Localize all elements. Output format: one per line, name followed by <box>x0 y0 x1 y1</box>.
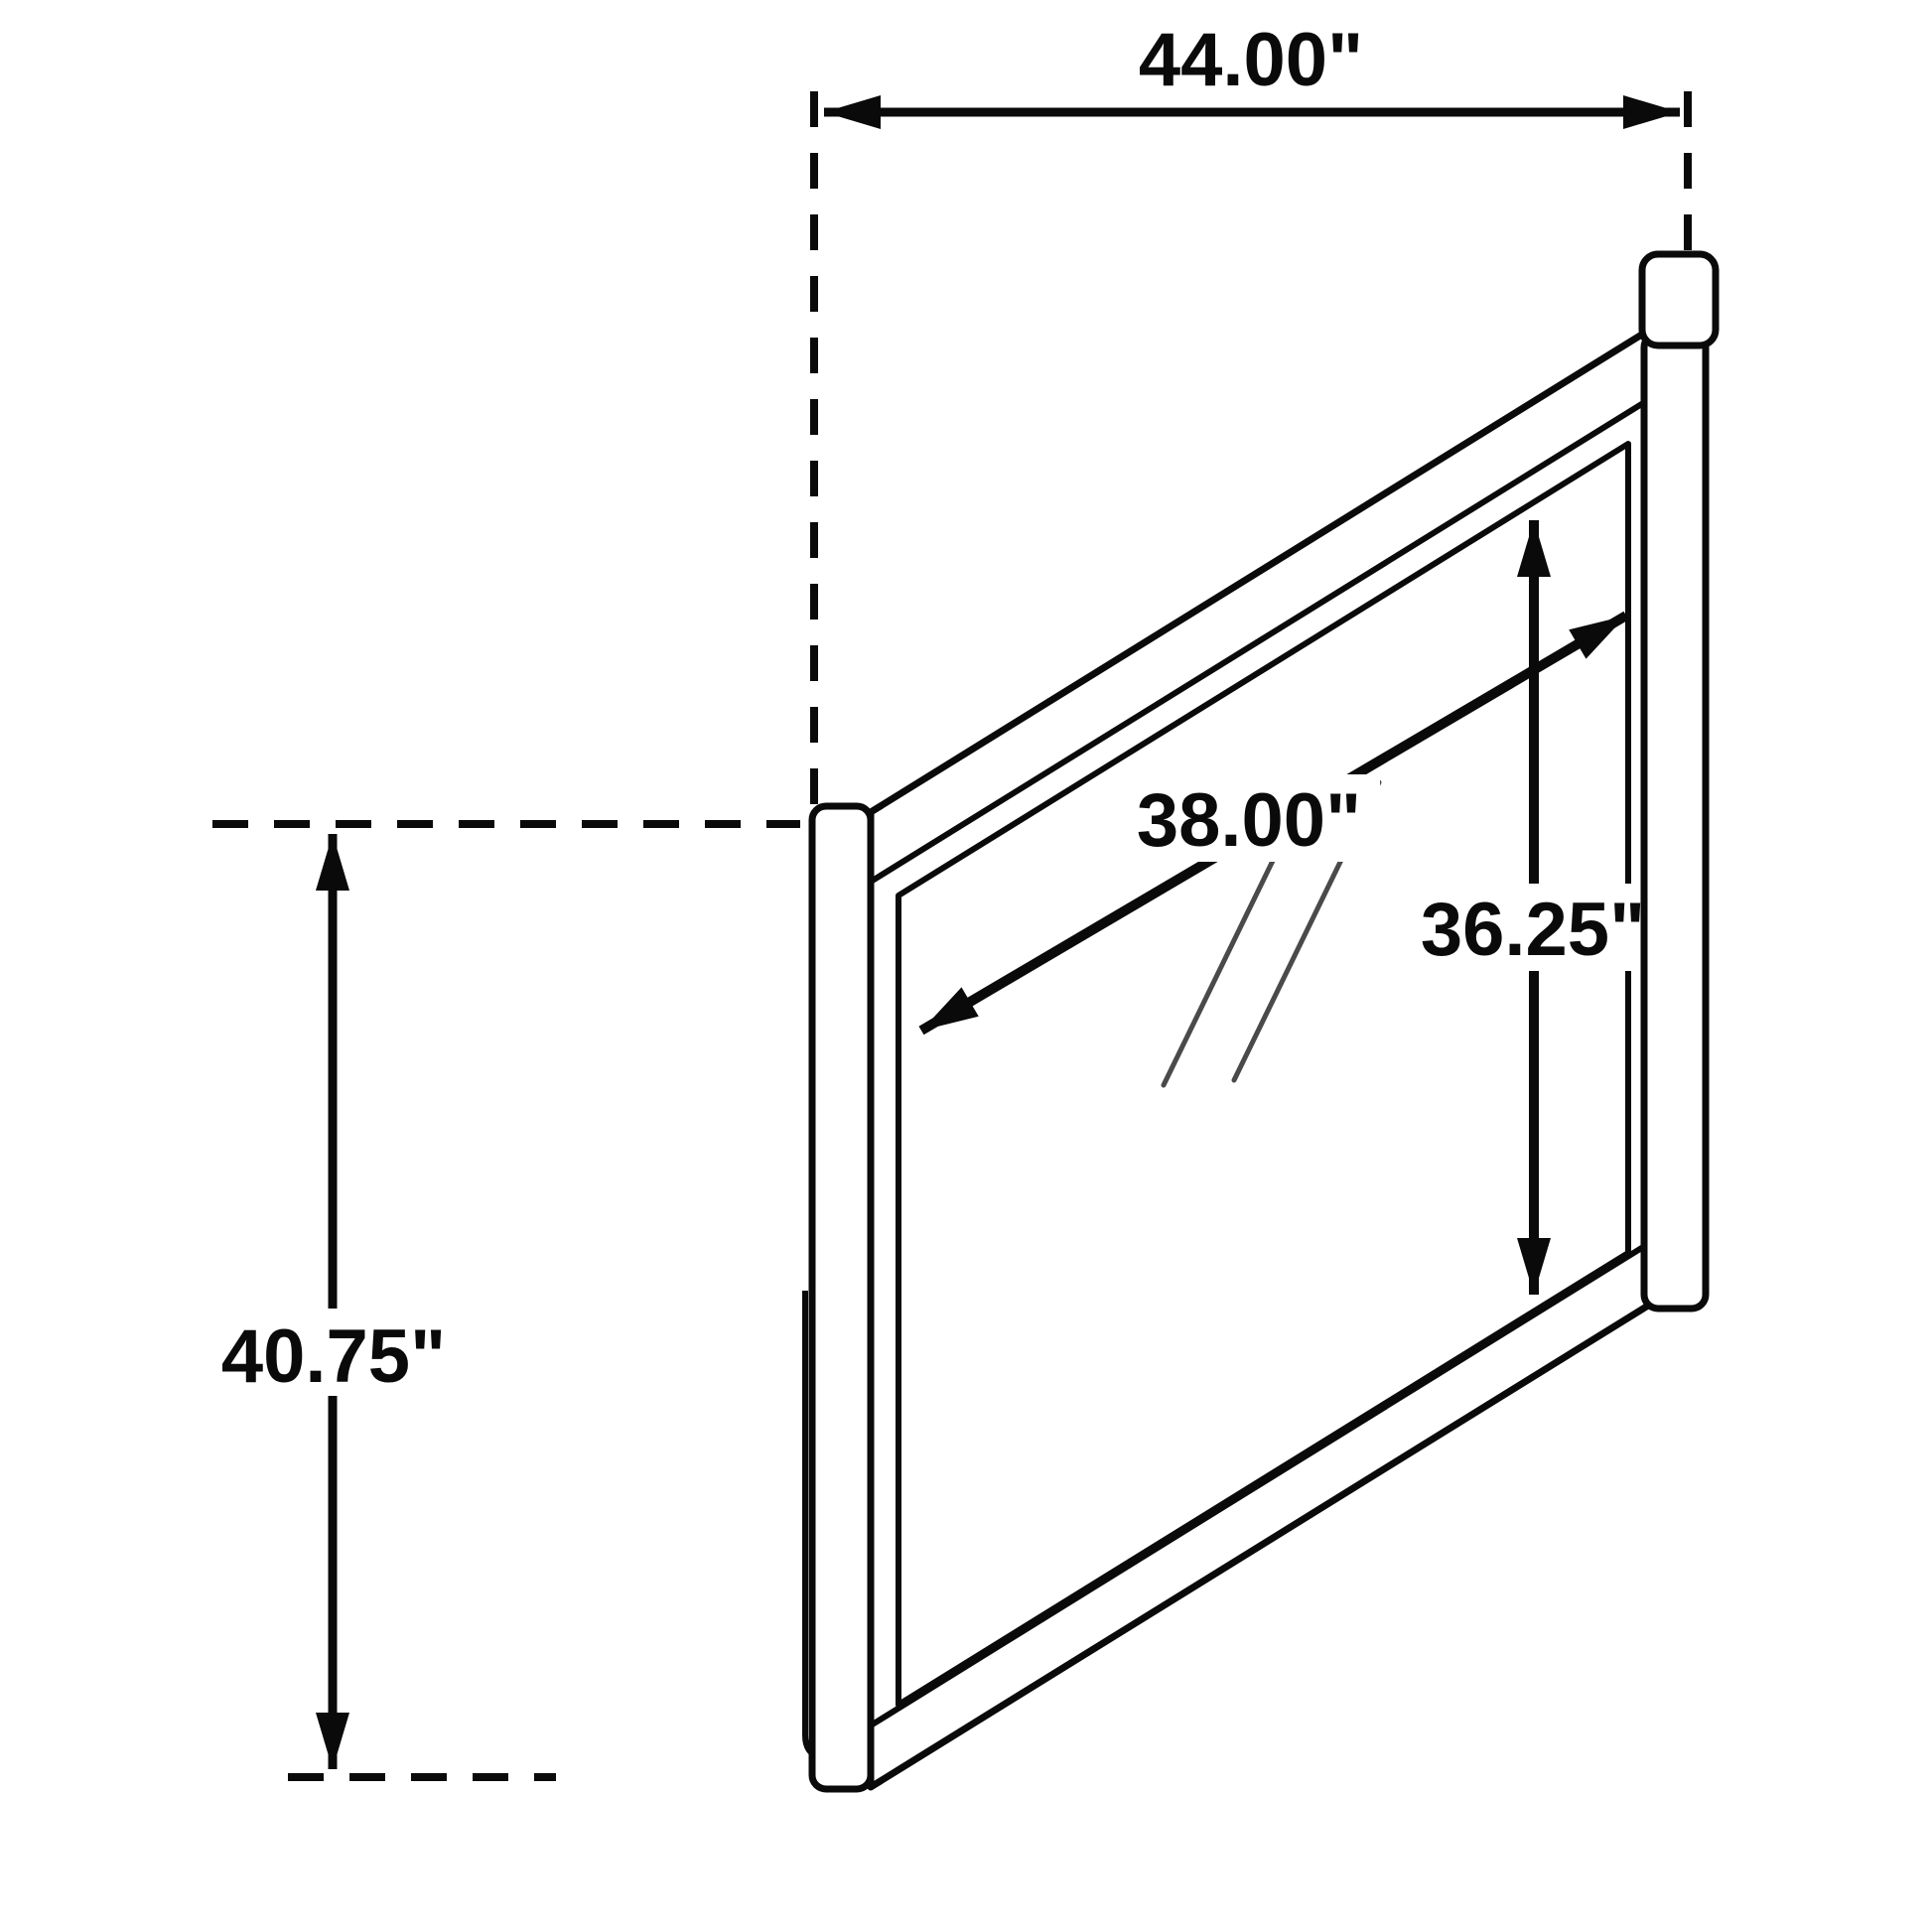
width-dimension: 44.00" <box>810 18 1692 804</box>
mirror-width-dimension-label: 38.00" <box>1137 778 1361 863</box>
width-dimension-label: 44.00" <box>1139 18 1363 102</box>
mirror-width-label-background <box>1118 774 1380 862</box>
height-dimension-label: 40.75" <box>221 1314 446 1399</box>
mirror-height-label-background <box>1396 884 1670 971</box>
mirror-height-dimension-label: 36.25" <box>1421 888 1645 972</box>
mirror-left-stile <box>808 802 875 1793</box>
height-dimension: 40.75" <box>204 820 800 1781</box>
mirror-right-stile-cap <box>1638 250 1720 349</box>
mirror-drawing: 38.00" 36.25" <box>802 250 1720 1793</box>
mirror-right-stile <box>1640 330 1710 1312</box>
height-label-background <box>204 1309 464 1396</box>
